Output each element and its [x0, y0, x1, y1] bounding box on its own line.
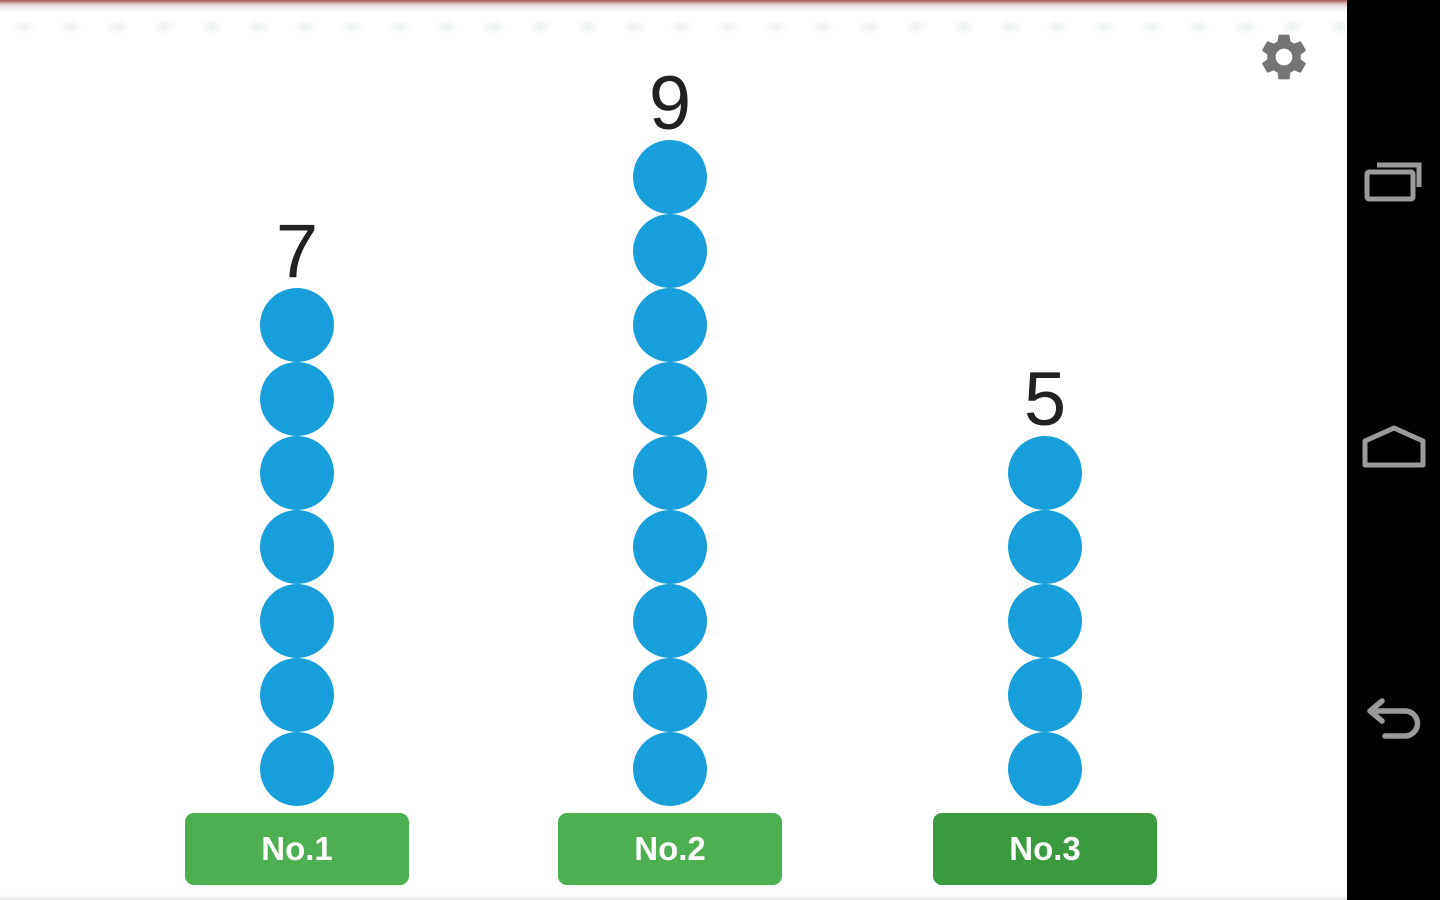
bead[interactable] — [633, 658, 707, 732]
bead[interactable] — [633, 362, 707, 436]
background-pattern — [0, 14, 1347, 40]
gear-icon — [1262, 34, 1306, 80]
column-button-no1[interactable]: No.1 — [185, 813, 409, 885]
column-button-no3[interactable]: No.3 — [933, 813, 1157, 885]
bead-stack — [260, 288, 334, 806]
bead[interactable] — [633, 288, 707, 362]
bead[interactable] — [260, 510, 334, 584]
bead[interactable] — [1008, 510, 1082, 584]
bead-count-label: 5 — [1023, 357, 1067, 442]
bead[interactable] — [260, 436, 334, 510]
settings-button[interactable] — [1256, 29, 1312, 85]
bead-count-label: 7 — [275, 209, 319, 294]
overscroll-glow — [0, 0, 1347, 13]
column-button-no2[interactable]: No.2 — [558, 813, 782, 885]
bead[interactable] — [633, 584, 707, 658]
home-button[interactable] — [1359, 421, 1429, 473]
bead[interactable] — [260, 584, 334, 658]
bead-stack — [1008, 436, 1082, 806]
bead[interactable] — [633, 732, 707, 806]
bead[interactable] — [633, 436, 707, 510]
bead-column-1: 7 No.1 — [185, 209, 409, 885]
bottom-shadow — [0, 895, 1347, 900]
back-button[interactable] — [1359, 694, 1429, 746]
recent-apps-button[interactable] — [1359, 154, 1429, 206]
back-icon — [1366, 698, 1420, 739]
bead[interactable] — [1008, 584, 1082, 658]
bead[interactable] — [260, 288, 334, 362]
bead-count-label: 9 — [648, 61, 692, 146]
bead[interactable] — [1008, 658, 1082, 732]
bead[interactable] — [633, 214, 707, 288]
bead-stack — [633, 140, 707, 806]
bead[interactable] — [260, 658, 334, 732]
android-navigation-bar — [1347, 0, 1440, 900]
bead[interactable] — [633, 510, 707, 584]
bead[interactable] — [633, 140, 707, 214]
home-icon — [1362, 425, 1425, 468]
bead-column-3: 5 No.3 — [933, 357, 1157, 885]
recent-apps-icon — [1364, 162, 1421, 202]
bead[interactable] — [260, 732, 334, 806]
bead-column-2: 9 No.2 — [558, 61, 782, 885]
bead[interactable] — [1008, 732, 1082, 806]
bead[interactable] — [260, 362, 334, 436]
bead[interactable] — [1008, 436, 1082, 510]
